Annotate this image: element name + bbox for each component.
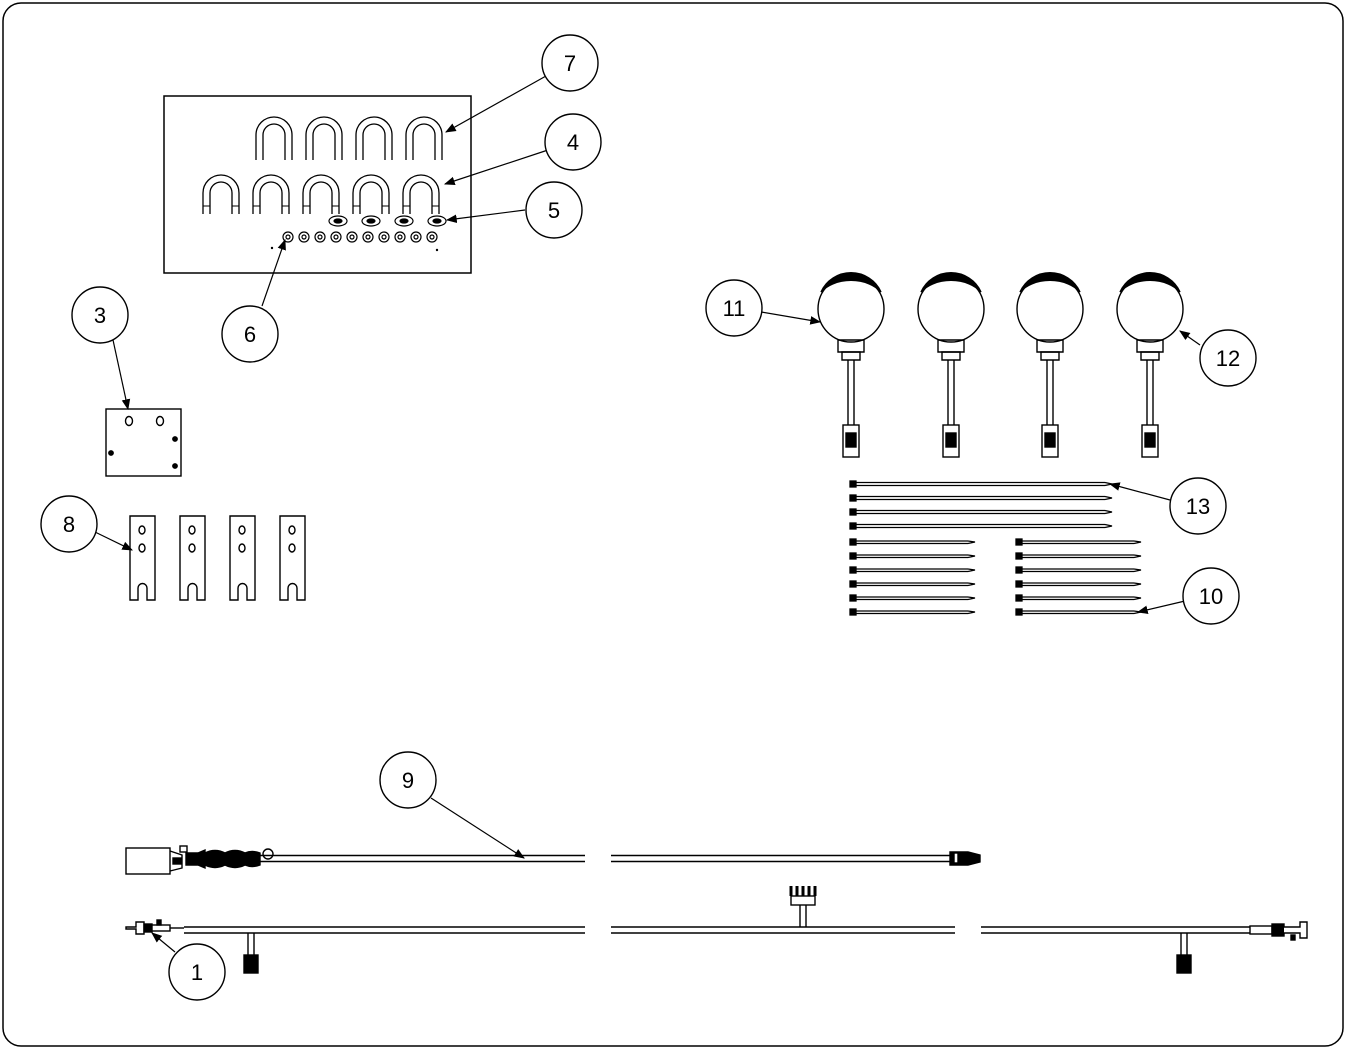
cable-tie-long-group [849,480,1113,530]
lamp [1016,272,1084,458]
lamp [917,272,985,458]
callout-11-label: 11 [723,296,746,321]
nut-group [282,231,438,243]
washer-group [328,215,447,227]
callout-7-label: 7 [564,51,576,76]
lamp [817,272,885,458]
callout-9-label: 9 [402,768,414,793]
lamp [1116,272,1184,458]
callout-bubbles [40,34,1257,1001]
callout-13-label: 13 [1186,494,1210,519]
callout-labels: 7 4 5 6 3 8 11 12 13 10 9 1 [63,51,1240,985]
slotted-bracket-group [129,515,306,601]
callout-10-label: 10 [1199,584,1223,609]
leader-lines [94,75,1201,953]
main-harness [125,845,981,875]
lamp-group [817,272,1184,458]
callout-1-label: 1 [191,960,203,985]
u-bolt-small-group [202,174,440,214]
mounting-plate [105,408,182,477]
cable-tie-short-group [849,538,1142,616]
u-bolt-large-group [255,116,443,160]
lower-harness [125,886,1308,974]
callout-5-label: 5 [548,198,560,223]
callout-3-label: 3 [94,303,106,328]
hardware-bag [163,95,472,274]
callout-4-label: 4 [567,130,579,155]
callout-12-label: 12 [1216,346,1240,371]
callout-6-label: 6 [244,322,256,347]
callout-8-label: 8 [63,512,75,537]
